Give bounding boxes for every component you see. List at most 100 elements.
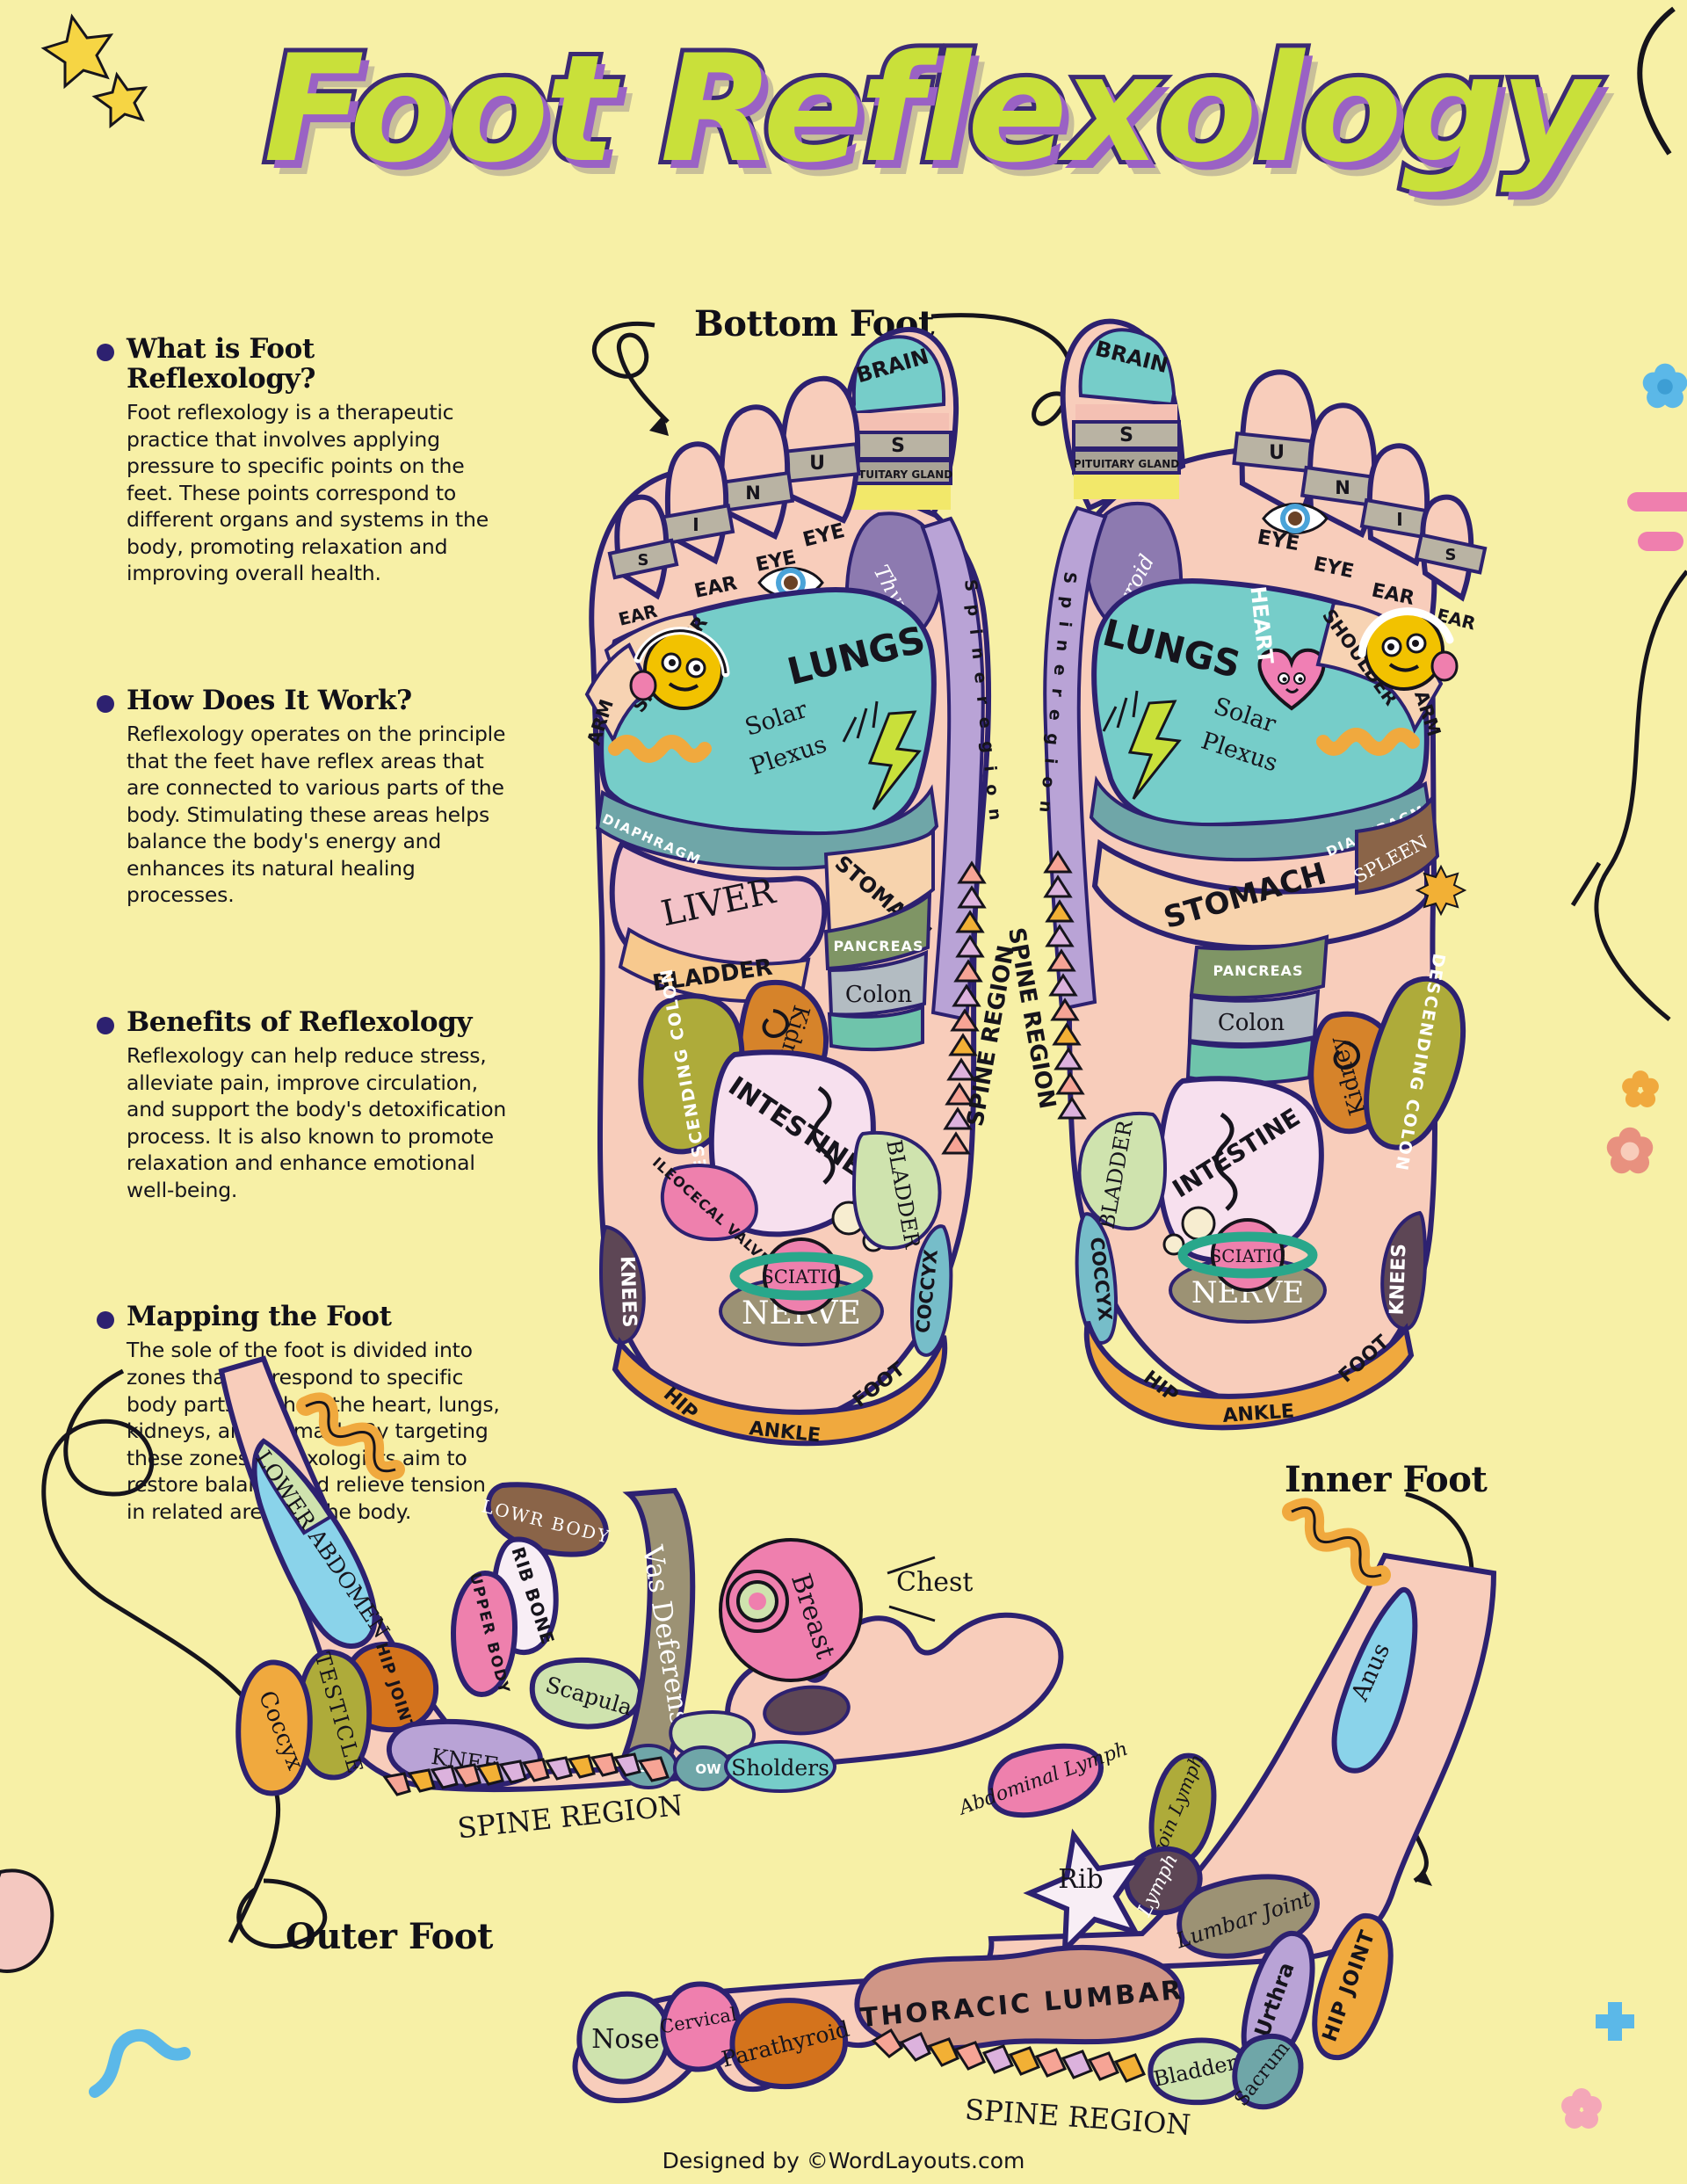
label-solar: Solar xyxy=(742,696,811,742)
label-vas-deferens: Vas Deferens xyxy=(636,1542,696,1727)
label-spleen: SPLEEN xyxy=(1350,831,1431,888)
label-scapula: Scapula xyxy=(543,1672,635,1721)
label-eye: EYE xyxy=(1312,553,1356,583)
label-ear: EAR xyxy=(1370,579,1416,610)
info-body: Reflexology can help reduce stress, alle… xyxy=(127,1043,507,1202)
info-body: The sole of the foot is divided into zon… xyxy=(127,1338,500,1524)
label-spine-region: SPINE REGION xyxy=(456,1789,684,1846)
label-plexus: Plexus xyxy=(1198,727,1280,777)
label-s: S xyxy=(1119,424,1133,446)
label-parathyroid: Parathyroid xyxy=(719,2016,851,2072)
footer-credit: Designed by ©WordLayouts.com xyxy=(662,2148,1025,2173)
label-liver: LIVER xyxy=(658,871,780,935)
label-hip-joint: HIP JOINT xyxy=(372,1641,418,1736)
label-coccyx: COCCYX xyxy=(1086,1237,1116,1322)
label-kidney: Kidney xyxy=(1324,1034,1372,1118)
label-ear: EAR xyxy=(692,572,739,603)
label-sciatic: SCIATIC xyxy=(1210,1245,1286,1266)
label-brain: BRAIN xyxy=(853,344,931,388)
label-u: U xyxy=(1269,442,1285,464)
heart-icon xyxy=(1257,648,1326,711)
info-body: Foot reflexology is a therapeutic practi… xyxy=(127,400,489,586)
label-bladder: BLADDER xyxy=(881,1138,924,1252)
label-pituitary-gland: PITUITARY GLAND xyxy=(1074,458,1179,470)
label-shoulder: SHOULDER xyxy=(628,613,712,716)
label-s: S xyxy=(891,435,905,457)
label-s-small: S xyxy=(1445,546,1457,564)
label-solar: Solar xyxy=(1210,693,1279,738)
label-pancreas: PANCREAS xyxy=(834,938,924,954)
page-title: Foot Reflexology xyxy=(259,23,1601,195)
label-spine-region: S p i n e r e g i o n xyxy=(960,578,1005,824)
label-spine-region: SPINE REGION xyxy=(1003,925,1061,1111)
label-foot: FOOT xyxy=(849,1358,909,1411)
label-hip: HIP xyxy=(659,1383,701,1425)
bullet-icon xyxy=(97,344,114,361)
squiggle-decoration xyxy=(1282,1498,1391,1586)
info-title: What is Foot Reflexology? xyxy=(127,333,315,395)
label-sholders: Sholders xyxy=(731,1755,829,1781)
label-ileocecal-valve: ILEOCECAL VALVE xyxy=(649,1154,773,1268)
label-ankle: ANKLE xyxy=(748,1418,822,1447)
bullet-icon xyxy=(97,1016,114,1034)
label-thoracic-lumbar: THORACIC LUMBAR xyxy=(859,1975,1185,2034)
label-lymph: Lymph xyxy=(1133,1851,1183,1921)
label-abdominal-lymph: Abdominal Lymph xyxy=(955,1738,1132,1820)
label-coccyx: COCCYX xyxy=(912,1249,942,1334)
label-ear: EAR xyxy=(1435,605,1478,635)
label-lumbar-joint: Lumbar Joint xyxy=(1172,1886,1314,1953)
label-brain: BRAIN xyxy=(1093,336,1171,378)
label-plexus: Plexus xyxy=(747,730,829,780)
label-ow: OW xyxy=(695,1761,721,1777)
breast-circle xyxy=(719,1538,863,1682)
spine-vertebrae xyxy=(1043,850,1087,1120)
emoji-face-icon xyxy=(1358,607,1459,691)
label-eye: EYE xyxy=(754,547,798,577)
info-column: What is Foot Reflexology? Foot reflexolo… xyxy=(97,334,510,1525)
label-chest: Chest xyxy=(896,1567,973,1598)
label-n: N xyxy=(1335,477,1350,498)
label-nerve: NERVE xyxy=(742,1295,861,1331)
info-body: Reflexology operates on the principle th… xyxy=(127,722,506,908)
label-n: N xyxy=(745,483,761,504)
label-bladder: BLADDER xyxy=(651,954,774,998)
label-heart: HEART xyxy=(1245,585,1278,666)
label-intestine: INTESTINE xyxy=(723,1070,869,1182)
info-title: How Does It Work? xyxy=(127,685,412,717)
info-title: Benefits of Reflexology xyxy=(127,1005,473,1038)
label-arm: ARM xyxy=(1410,688,1444,739)
bullet-icon xyxy=(97,1311,114,1330)
poster-title-wrap: Foot Reflexology xyxy=(259,23,1652,211)
label-sacrum: Sacrum xyxy=(1231,2037,1295,2110)
label-groin-lymph: Groin Lymph xyxy=(1142,1752,1207,1873)
label-eye: EYE xyxy=(1256,526,1301,555)
caption-outer-foot: Outer Foot xyxy=(286,1916,493,1957)
label-stomach: STOMACH xyxy=(830,851,937,946)
label-knees: KNEES xyxy=(1387,1244,1411,1316)
label-diaphragm: DIAPHRAGM xyxy=(1324,802,1428,860)
label-eye: EYE xyxy=(800,519,847,552)
label-anus: Anus xyxy=(1346,1639,1395,1706)
label-thyroid: Thyroid xyxy=(869,561,930,645)
label-colon: Colon xyxy=(845,982,913,1008)
label-nerve: NERVE xyxy=(1191,1275,1304,1310)
emoji-face-icon xyxy=(629,627,730,710)
label-arm: ARM xyxy=(583,697,618,748)
label-lungs: LUNGS xyxy=(1098,611,1244,686)
label-descending-colon: DESCENDING COLON xyxy=(656,966,713,1187)
label-rib-bone: RIB BONE xyxy=(507,1544,559,1647)
label-pancreas: PANCREAS xyxy=(1213,962,1304,979)
lightning-icon xyxy=(867,710,922,810)
label-i: I xyxy=(1396,509,1402,530)
label-bladder: BLADDER xyxy=(1094,1118,1137,1231)
star-icon xyxy=(1415,864,1467,917)
label-ear: EAR xyxy=(616,600,659,630)
label-spine-region: SPINE REGION xyxy=(964,2093,1192,2142)
label-pituitary-gland: PITUITARY GLAND xyxy=(847,468,952,481)
info-block-benefits: Benefits of Reflexology Reflexology can … xyxy=(97,1007,510,1203)
info-block-how-it-works: How Does It Work? Reflexology operates o… xyxy=(97,686,510,909)
rib-star-shape xyxy=(1023,1828,1147,1956)
label-stomach: STOMACH xyxy=(1160,856,1330,936)
label-nose: Nose xyxy=(591,2024,659,2055)
